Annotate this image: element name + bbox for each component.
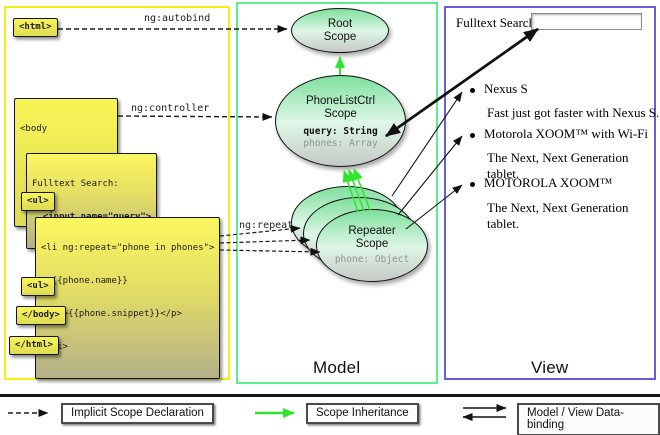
code-text: <ul> [27,281,49,291]
code-line: Fulltext Search: [32,179,119,189]
ng-controller-label: ng:controller [131,103,210,114]
code-box-li-repeat: <li ng:repeat="phone in phones"> {{phone… [35,217,221,379]
scope-title: Root [327,17,353,30]
model-panel-label: Model [313,358,361,377]
list-item-desc: The Next, Next Generation tablet. [487,200,629,231]
code-text: </body> [22,310,60,320]
bullet-icon [470,88,475,93]
list-item-title: Motorola XOOM™ with Wi-Fi [484,126,649,141]
view-panel [444,6,656,380]
legend-implicit-scope-declaration: Implicit Scope Declaration [61,403,214,424]
code-line: {{phone.name}} [41,276,128,286]
template-panel [4,6,230,380]
code-box-ul-close: <ul> [21,277,55,296]
bullet-icon [470,182,475,187]
code-text: <ul> [27,196,49,206]
scope-prop-query: query: String [303,125,378,137]
scope-title: Scope [324,107,357,120]
code-line: </li> [41,342,214,353]
fulltext-search-input[interactable] [531,13,642,30]
legend-scope-inheritance: Scope Inheritance [306,403,419,424]
code-box-ul-open: <ul> [21,192,55,211]
scope-title: PhoneListCtrl [305,94,376,107]
legend-separator-line [0,394,660,397]
code-box-html-open: <html> [13,18,58,37]
ng-repeat-label: ng:repeat [239,220,294,231]
scope-title: Scope [323,30,357,43]
list-item-desc: The Next, Next Generation tablet. [487,150,629,181]
scope-title: Repeater [348,225,396,237]
code-text: <html> [19,22,52,32]
root-scope-ellipse: Root Scope [291,8,389,53]
bullet-icon [470,133,475,138]
code-line: <body [20,124,48,134]
legend-model-view-data-binding: Model / View Data-binding [517,403,660,435]
list-item-desc: Fast just got faster with Nexus S. [487,105,660,120]
scope-prop-phone: phone: Object [334,254,410,265]
code-line: <p>{{phone.snippet}}</p> [41,309,182,319]
scope-prop-phones: phones: Array [303,137,378,149]
list-item-title: Nexus S [484,81,528,96]
fulltext-search-label: Fulltext Search: [456,15,539,30]
list-item-title: MOTOROLA XOOM™ [484,175,613,190]
repeater-scope-ellipse-front: Repeater Scope phone: Object [316,209,428,282]
phonelistctrl-scope-ellipse: PhoneListCtrl Scope query: String phones… [275,75,406,167]
code-box-body-close: </body> [16,306,66,325]
code-line: <li ng:repeat="phone in phones"> [41,243,215,253]
code-text: </html> [15,340,53,350]
view-panel-label: View [531,358,569,377]
code-box-html-close: </html> [9,336,59,355]
scope-title: Scope [355,238,389,250]
ng-autobind-label: ng:autobind [144,13,211,24]
